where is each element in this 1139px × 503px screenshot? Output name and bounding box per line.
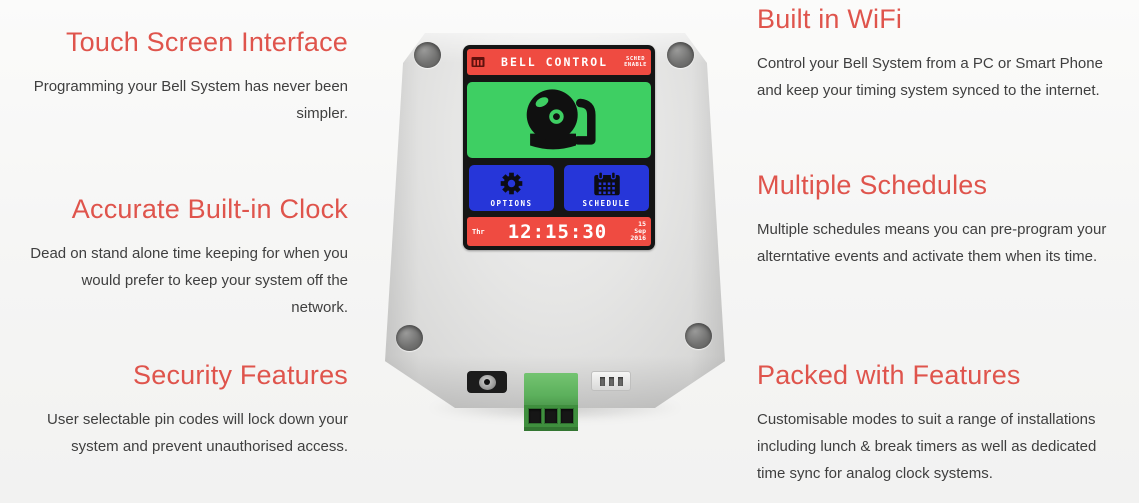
feature-accurate-clock: Accurate Built-in Clock Dead on stand al… [26,193,348,321]
feature-title: Packed with Features [757,360,1021,390]
feature-body: Programming your Bell System has never b… [33,78,348,123]
feature-packed-with-features: Packed with Features Customisable modes … [757,359,1117,487]
screw-hole [414,42,441,68]
bell-controller-device: BELL CONTROL SCHED ENABLE [385,33,725,435]
feature-title: Multiple Schedules [757,170,988,200]
screen-title: BELL CONTROL [501,55,609,69]
terminal-block-3pin [524,373,578,431]
feature-body: Customisable modes to suit a range of in… [757,411,1097,483]
schedule-button-label: SCHEDULE [582,199,631,208]
touch-screen: BELL CONTROL SCHED ENABLE [463,45,655,250]
screw-hole [396,325,423,351]
pin-header-connector [591,371,631,391]
connector-slot [617,376,623,386]
dc-jack-barrel [478,374,496,390]
clock-display: 12:15:30 [507,220,608,243]
feature-security: Security Features User selectable pin co… [26,359,348,460]
feature-title: Built in WiFi [757,4,903,34]
feature-title: Security Features [133,360,348,390]
screen-status-bar: Thr 12:15:30 15 Sep 2016 [467,217,651,246]
header-logo-icon [471,57,485,67]
screen-header-bar: BELL CONTROL SCHED ENABLE [467,49,651,75]
day-label: Thr [472,227,485,236]
feature-body: User selectable pin codes will lock down… [47,411,348,456]
terminal-socket [545,409,557,423]
connector-slot [608,376,614,386]
feature-body: Dead on stand alone time keeping for whe… [30,245,348,317]
calendar-icon [593,171,620,196]
feature-body: Control your Bell System from a PC or Sm… [757,55,1103,100]
schedule-button: SCHEDULE [564,165,649,211]
terminal-block-sockets [524,405,578,431]
alarm-bell-icon [526,89,596,150]
schedule-status: SCHED ENABLE [624,55,647,68]
device-enclosure: BELL CONTROL SCHED ENABLE [385,33,725,408]
dc-power-jack [467,371,507,393]
feature-title: Accurate Built-in Clock [71,194,348,224]
feature-title: Touch Screen Interface [65,27,348,57]
bell-status-panel [467,82,651,158]
gear-icon [500,172,523,195]
feature-body: Multiple schedules means you can pre-pro… [757,221,1107,266]
options-button-label: OPTIONS [490,199,533,208]
feature-touch-screen-interface: Touch Screen Interface Programming your … [26,26,348,127]
screen-button-row: OPTIONS [467,165,651,211]
terminal-block-top [524,373,578,405]
dc-jack-pin [484,379,490,385]
terminal-socket [561,409,573,423]
terminal-socket [529,409,541,423]
date-display: 15 Sep 2016 [630,219,646,243]
feature-multiple-schedules: Multiple Schedules Multiple schedules me… [757,169,1117,270]
options-button: OPTIONS [469,165,554,211]
connector-slot [599,376,605,386]
feature-built-in-wifi: Built in WiFi Control your Bell System f… [757,3,1117,104]
screw-hole [667,42,694,68]
screw-hole [685,323,712,349]
